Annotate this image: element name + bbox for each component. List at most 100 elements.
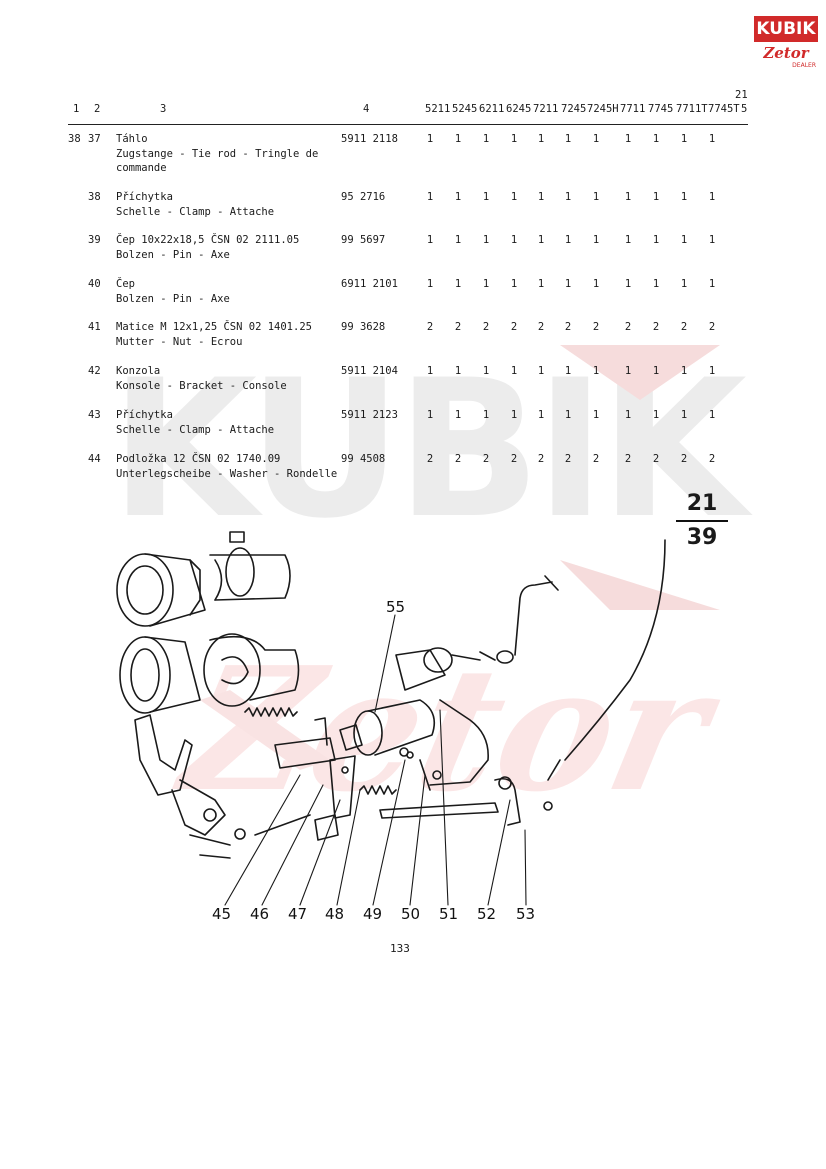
part-number: 5911 2123 xyxy=(341,409,398,421)
description-line: Matice M 12x1,25 ČSN 02 1401.25 xyxy=(116,321,312,333)
position-number: 38 xyxy=(88,191,101,203)
description-line: Konzola xyxy=(116,365,161,377)
description-line: Mutter - Nut - Ecrou xyxy=(116,335,243,348)
quantity-cell: 1 xyxy=(680,278,688,290)
quantity-cell: 2 xyxy=(482,453,490,465)
quantity-cell: 1 xyxy=(652,133,660,145)
quantity-cell: 1 xyxy=(426,191,434,203)
position-number: 42 xyxy=(88,365,101,377)
control-cable xyxy=(564,539,666,761)
quantity-cell: 1 xyxy=(482,191,490,203)
quantity-cell: 1 xyxy=(652,278,660,290)
return-pipe xyxy=(429,699,489,786)
logo-script: Zetor xyxy=(763,44,809,62)
model-header: 6245 xyxy=(506,103,532,115)
logo-sub: DEALER xyxy=(792,62,816,69)
quantity-cell: 1 xyxy=(564,409,572,421)
quantity-cell: 1 xyxy=(680,234,688,246)
quantity-cell: 1 xyxy=(592,191,600,203)
quantity-cell: 1 xyxy=(680,409,688,421)
quantity-cell: 1 xyxy=(652,409,660,421)
quantity-cell: 1 xyxy=(454,278,462,290)
part-number: 5911 2118 xyxy=(341,133,398,145)
callout-48: 48 xyxy=(325,905,345,923)
actuating-lever xyxy=(379,802,499,819)
group-fraction: 21 39 xyxy=(676,490,728,552)
quantity-cell: 1 xyxy=(592,409,600,421)
quantity-cell: 1 xyxy=(537,234,545,246)
release-sleeve-upper xyxy=(116,531,291,627)
quantity-cell: 1 xyxy=(680,191,688,203)
model-header: 6211 xyxy=(479,103,505,115)
quantity-cell: 1 xyxy=(454,133,462,145)
quantity-cell: 2 xyxy=(708,321,716,333)
model-header: 7245H xyxy=(587,103,619,115)
model-header: 7211 xyxy=(533,103,559,115)
spring-upper xyxy=(244,707,298,717)
quantity-cell: 1 xyxy=(537,365,545,377)
quantity-cell: 2 xyxy=(652,321,660,333)
quantity-cell: 2 xyxy=(510,453,518,465)
group-label: 21 xyxy=(735,89,748,101)
quantity-cell: 2 xyxy=(482,321,490,333)
description-line: Unterlegscheibe - Washer - Rondelle xyxy=(116,467,338,480)
quantity-cell: 2 xyxy=(624,321,632,333)
quantity-cell: 1 xyxy=(708,234,716,246)
fraction-denominator: 39 xyxy=(686,525,718,550)
description-line: Čep 10x22x18,5 ČSN 02 2111.05 xyxy=(116,234,300,246)
description-line: Schelle - Clamp - Attache xyxy=(116,205,275,218)
quantity-cell: 1 xyxy=(537,191,545,203)
quantity-cell: 1 xyxy=(510,234,518,246)
position-number: 43 xyxy=(88,409,101,421)
slave-cylinder xyxy=(339,647,514,756)
description-line: Příchytka xyxy=(116,191,173,203)
nut-2 xyxy=(432,770,442,780)
position-number: 39 xyxy=(88,234,101,246)
description-line: Bolzen - Pin - Axe xyxy=(116,248,230,261)
quantity-cell: 1 xyxy=(708,133,716,145)
quantity-cell: 1 xyxy=(592,365,600,377)
mounting-bracket xyxy=(274,717,356,841)
callout-49: 49 xyxy=(363,905,383,923)
quantity-cell: 1 xyxy=(454,365,462,377)
quantity-cell: 2 xyxy=(564,453,572,465)
quantity-cell: 1 xyxy=(592,234,600,246)
quantity-cell: 1 xyxy=(482,133,490,145)
quantity-cell: 1 xyxy=(624,133,632,145)
fraction-numerator: 21 xyxy=(686,491,718,516)
quantity-cell: 2 xyxy=(454,453,462,465)
description-line: Podložka 12 ČSN 02 1740.09 xyxy=(116,453,281,465)
model-header: 5211 xyxy=(425,103,451,115)
quantity-cell: 1 xyxy=(564,191,572,203)
quantity-cell: 1 xyxy=(510,133,518,145)
release-sleeve-lower xyxy=(119,633,300,714)
quantity-cell: 1 xyxy=(426,365,434,377)
quantity-cell: 1 xyxy=(426,133,434,145)
pivot-pin xyxy=(498,776,512,790)
quantity-cell: 1 xyxy=(537,278,545,290)
quantity-cell: 1 xyxy=(564,133,572,145)
quantity-cell: 2 xyxy=(426,321,434,333)
quantity-cell: 1 xyxy=(482,278,490,290)
spring-lower xyxy=(359,785,397,795)
callout-45: 45 xyxy=(212,905,232,923)
quantity-cell: 2 xyxy=(537,321,545,333)
quantity-cell: 2 xyxy=(510,321,518,333)
callout-50: 50 xyxy=(401,905,421,923)
header-col-5: 5 xyxy=(741,103,748,115)
part-number: 99 4508 xyxy=(341,453,386,465)
callout-51: 51 xyxy=(439,905,459,923)
quantity-cell: 1 xyxy=(680,365,688,377)
model-header: 7711 xyxy=(620,103,646,115)
part-number: 99 5697 xyxy=(341,234,386,246)
quantity-cell: 1 xyxy=(708,278,716,290)
quantity-cell: 2 xyxy=(680,453,688,465)
quantity-cell: 2 xyxy=(537,453,545,465)
hydraulic-pipe xyxy=(514,581,553,656)
